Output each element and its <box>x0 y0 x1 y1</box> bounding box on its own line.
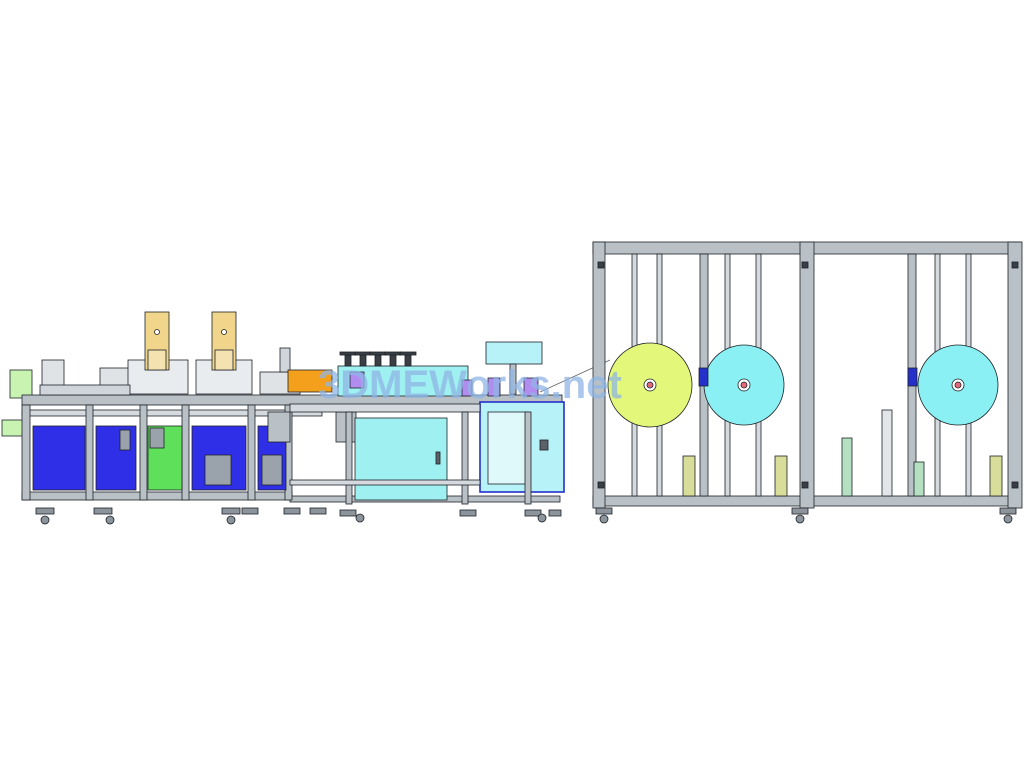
motor-unit <box>204 454 232 486</box>
spool <box>841 437 853 497</box>
frame-post <box>799 241 815 509</box>
infeed-roller-box <box>9 369 33 399</box>
caster-row <box>35 507 562 525</box>
orange-unit <box>287 369 333 393</box>
conveyor-leg <box>461 411 469 505</box>
purple-part <box>349 371 365 389</box>
unwinding-frame <box>592 241 1023 524</box>
frame-feet <box>595 507 1017 524</box>
ultrasonic-head <box>214 349 234 371</box>
ultrasonic-port <box>221 329 227 335</box>
motor-unit <box>119 429 131 451</box>
output-cabinet-inner <box>487 411 529 485</box>
frame-leg <box>247 404 256 501</box>
frame-post <box>1007 241 1023 509</box>
blue-cabinet <box>95 425 137 491</box>
roll-clamp <box>698 367 709 387</box>
ultrasonic-port <box>154 329 160 335</box>
motor-unit <box>149 427 165 449</box>
frame-leg <box>21 404 31 501</box>
purple-part <box>461 379 473 397</box>
spool <box>881 409 893 497</box>
cabinet-handle <box>435 451 441 465</box>
pressing-roller-row <box>339 351 417 367</box>
infeed-plate <box>1 419 25 437</box>
cutting-column <box>279 347 291 373</box>
roll-core-ring <box>740 381 748 389</box>
corner-brackets <box>597 261 1019 489</box>
control-panel <box>485 341 543 365</box>
output-cabinet-vent <box>539 439 549 451</box>
spool <box>774 455 788 497</box>
blue-cabinet <box>32 425 86 491</box>
welding-station <box>195 359 253 395</box>
spool <box>682 455 696 497</box>
purple-part <box>523 377 539 397</box>
control-panel-post <box>509 363 517 395</box>
production-line <box>1 311 611 525</box>
frame-leg <box>181 404 190 501</box>
purple-part <box>487 377 501 397</box>
conveyor-frame <box>289 403 481 413</box>
conveyor-leg <box>524 411 532 505</box>
folding-unit <box>267 411 291 443</box>
frame-leg <box>139 404 148 501</box>
spool <box>913 461 925 497</box>
conveyor-rail <box>289 479 481 486</box>
spool <box>989 455 1003 497</box>
frame-leg <box>85 404 94 501</box>
roll-core-ring <box>954 381 962 389</box>
welding-station <box>127 359 189 395</box>
watermark-text: 3DMEWorks.net <box>318 363 622 407</box>
guide-plate <box>39 384 131 396</box>
ultrasonic-head <box>147 349 167 371</box>
motor-unit <box>261 454 283 486</box>
cyan-cabinet-lower <box>354 417 448 501</box>
roll-core-ring <box>646 381 654 389</box>
conveyor-leg <box>345 411 353 505</box>
roll-clamp <box>907 367 918 387</box>
